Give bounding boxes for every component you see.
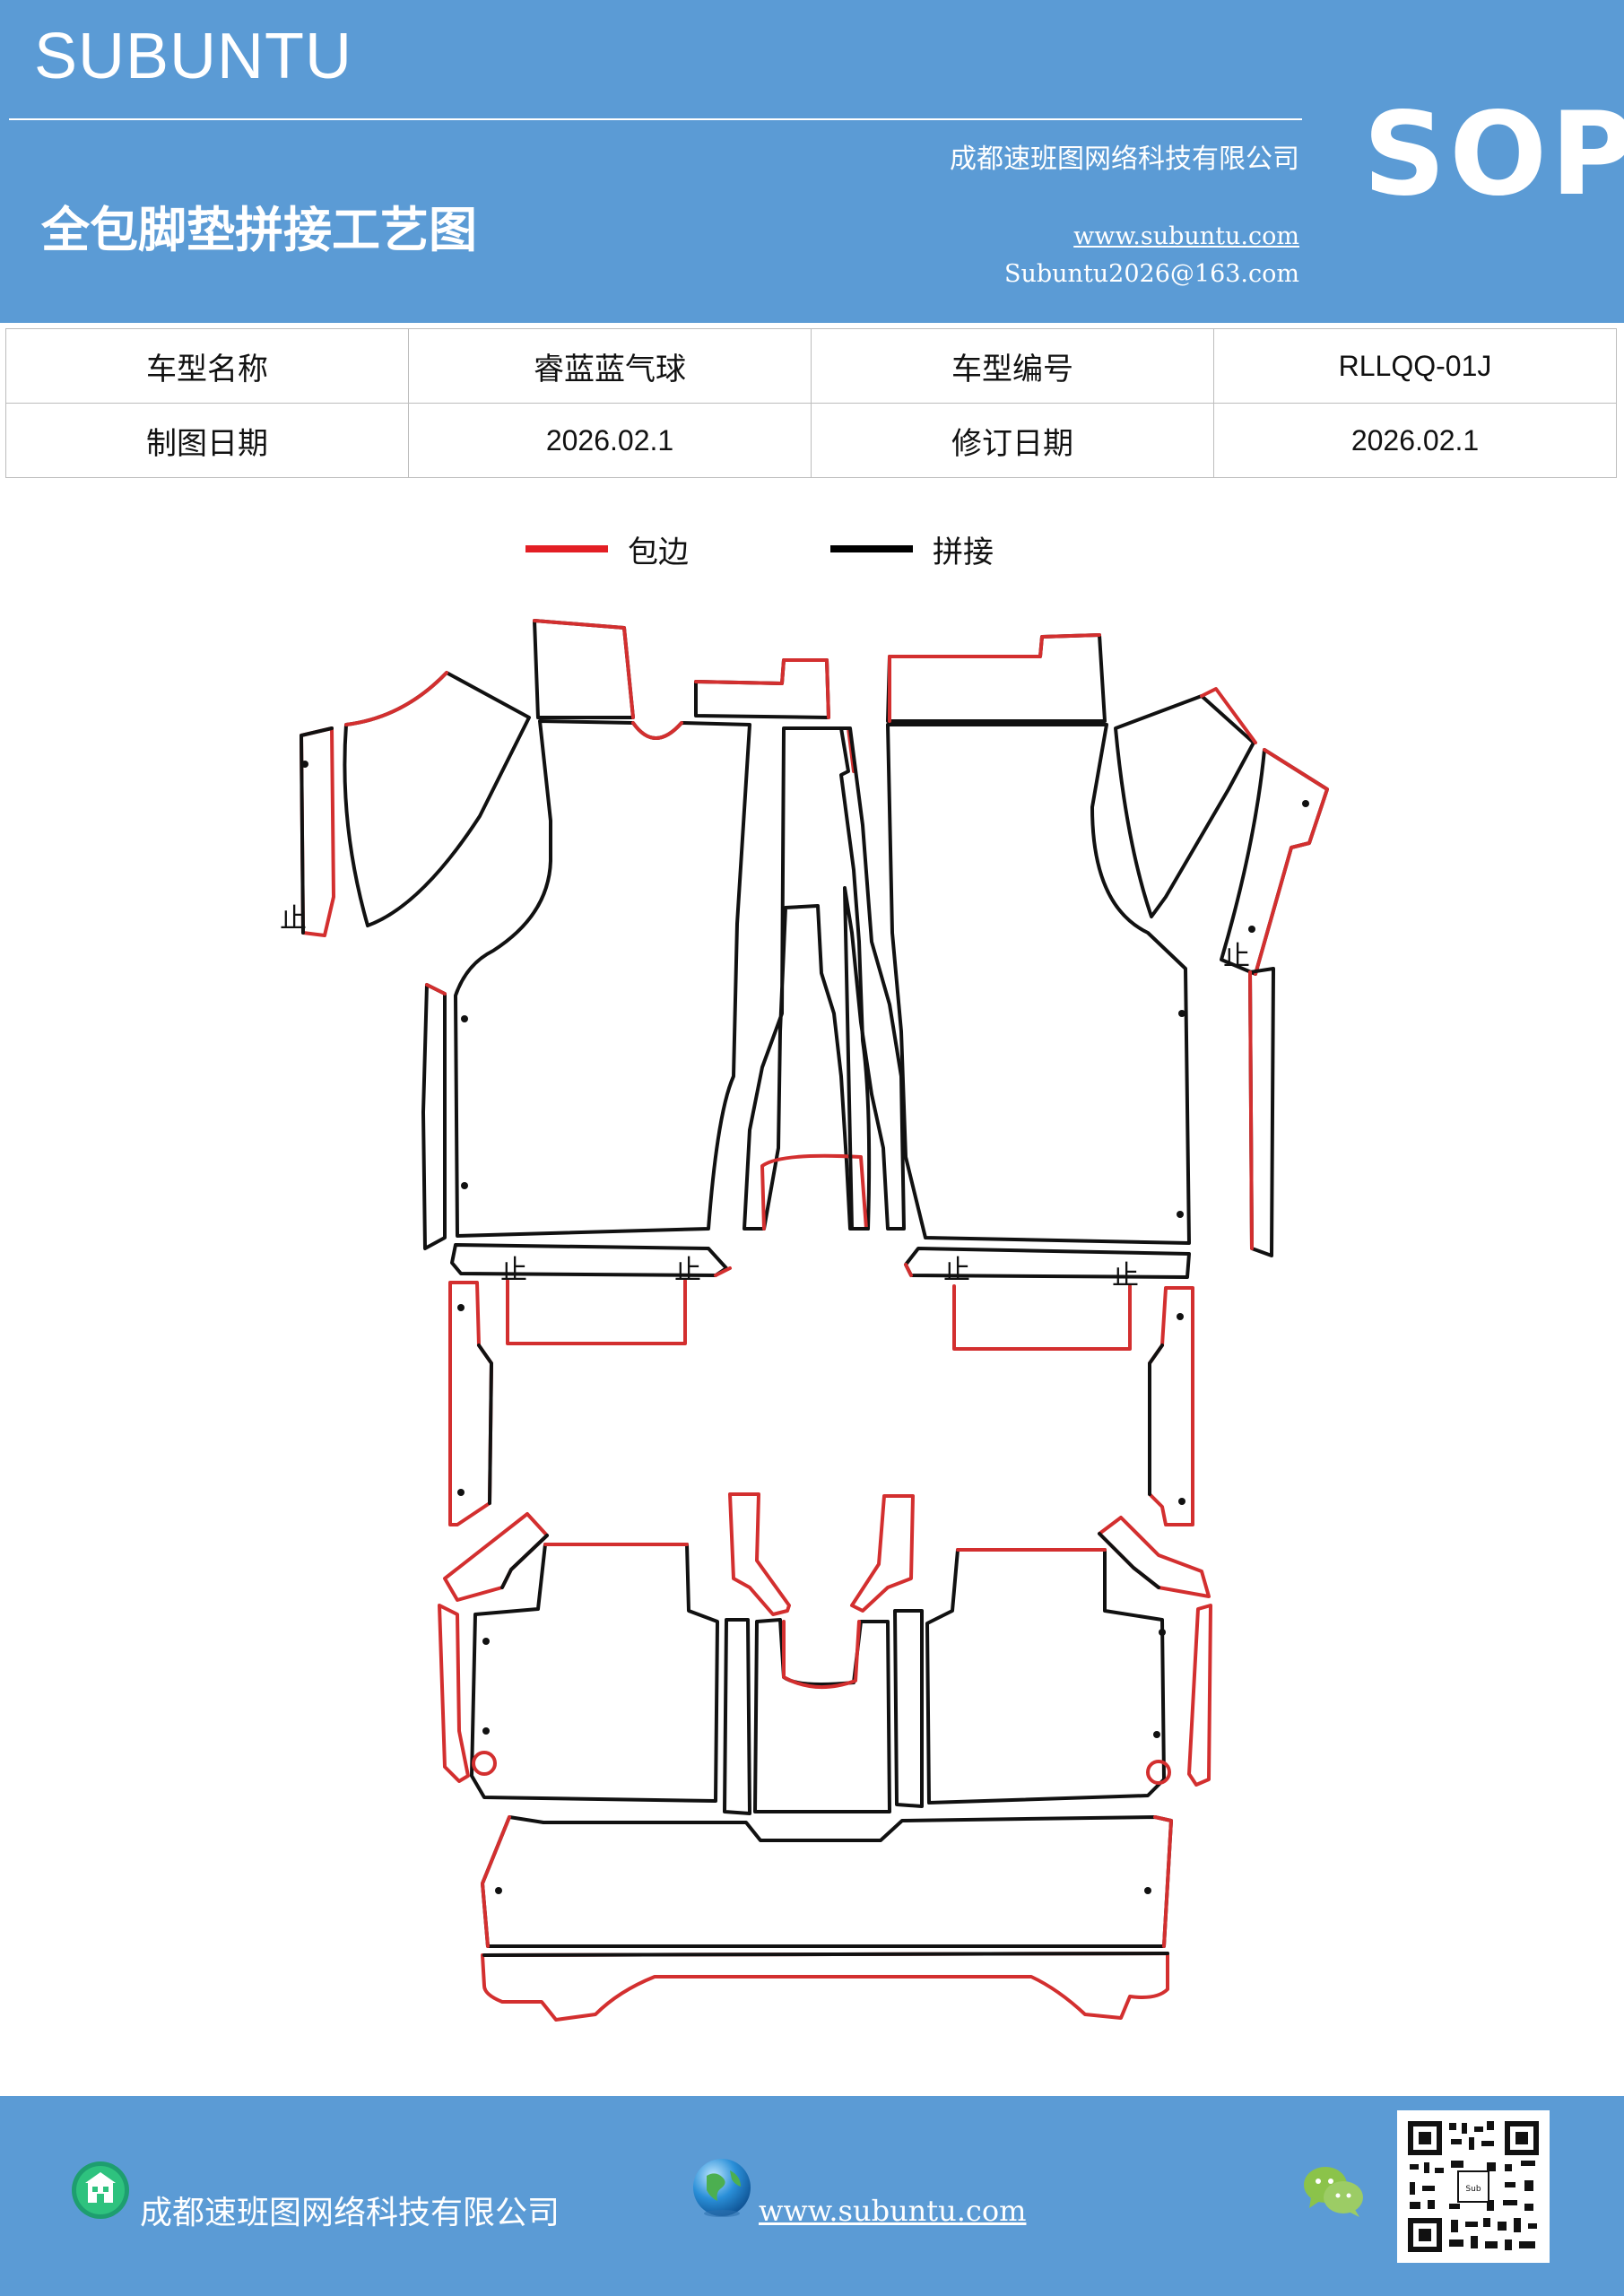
legend-label: 拼接: [933, 534, 994, 570]
mat-piece-right-heel-pad: [952, 1284, 1132, 1351]
mat-piece-left-top-tab: [533, 619, 635, 719]
value-model-name: 睿蓝蓝气球: [408, 328, 812, 404]
label-model-name: 车型名称: [5, 328, 409, 404]
mat-piece-left-heel-pad: [506, 1279, 687, 1345]
stop-mark: 止: [1112, 1260, 1139, 1292]
mat-piece-tunnel-bump: [760, 1153, 868, 1231]
mat-piece-left-rear-main: [470, 1543, 719, 1803]
mat-piece-left-rear-side-strip: [448, 1281, 493, 1526]
vehicle-info-table: 车型名称 睿蓝蓝气球 车型编号 RLLQQ-01J 制图日期 2026.02.1…: [5, 328, 1617, 478]
footer-company: 成都速班图网络科技有限公司: [140, 2195, 560, 2231]
mat-piece-trunk-bottom: [481, 1952, 1169, 2022]
legend-label: 包边: [628, 534, 689, 570]
mat-piece-rear-right-tunnel-strip: [893, 1609, 924, 1808]
label-model-code: 车型编号: [811, 328, 1214, 404]
table-row: 车型名称 睿蓝蓝气球 车型编号 RLLQQ-01J: [5, 328, 1617, 404]
legend-red-swatch: [525, 545, 608, 552]
mat-piece-rear-left-tunnel-strip: [723, 1618, 751, 1815]
legend-seam: 拼接: [830, 522, 994, 576]
mat-piece-rear-center-tunnel: [753, 1618, 891, 1813]
legend-edge-binding: 包边: [525, 522, 689, 576]
table-row: 制图日期 2026.02.1 修订日期 2026.02.1: [5, 403, 1617, 478]
mat-piece-left-sill-strip: [421, 983, 447, 1250]
mat-piece-left-front-main: [454, 719, 751, 1238]
stop-mark: 止: [500, 1255, 527, 1286]
header-banner: [0, 0, 1624, 323]
value-model-code: RLLQQ-01J: [1213, 328, 1617, 404]
brand-name: SUBUNTU: [34, 21, 353, 92]
mat-piece-right-rear-main: [925, 1548, 1166, 1805]
mat-piece-rear-right-tunnel-tab: [850, 1494, 915, 1613]
legend-black-swatch: [830, 545, 913, 552]
stop-mark: 止: [280, 903, 307, 935]
mat-piece-right-sill-strip: [1248, 967, 1275, 1257]
mat-piece-right-top-tab: [886, 633, 1107, 723]
stop-marks: 止 止 止 止 止 止: [280, 903, 1250, 1292]
value-draw-date: 2026.02.1: [408, 403, 812, 478]
mat-piece-trunk-main: [481, 1815, 1173, 1948]
mat-piece-left-rear-arm: [443, 1512, 549, 1602]
label-draw-date: 制图日期: [5, 403, 409, 478]
mat-piece-left-rear-outer-strip: [438, 1604, 470, 1783]
mat-piece-left-front-tab: [694, 658, 830, 719]
header-divider: [9, 118, 1302, 120]
mat-piece-left-wedge: [343, 671, 531, 927]
document-title: 全包脚垫拼接工艺图: [41, 202, 477, 258]
svg-text:Sub: Sub: [1465, 2185, 1481, 2194]
header-website-link[interactable]: www.subuntu.com: [1073, 222, 1299, 250]
qr-code-icon[interactable]: Sub: [1397, 2110, 1550, 2263]
stop-mark: 止: [674, 1255, 701, 1286]
sop-badge: SOP: [1363, 88, 1624, 222]
mat-piece-right-front-bottom: [904, 1247, 1191, 1279]
globe-icon: [693, 2159, 751, 2217]
mat-piece-right-wedge: [1114, 694, 1255, 918]
label-revise-date: 修订日期: [811, 403, 1214, 478]
mat-piece-rear-left-tunnel-tab: [728, 1492, 791, 1616]
wechat-icon[interactable]: [1302, 2163, 1365, 2219]
header-company: 成都速班图网络科技有限公司: [950, 144, 1299, 175]
mat-piece-right-rear-outer-strip: [1187, 1604, 1212, 1787]
floor-mat-diagram: 止 止 止 止 止 止: [280, 619, 1329, 2022]
stop-mark: 止: [1223, 941, 1250, 972]
mat-piece-right-front-main: [886, 723, 1191, 1245]
value-revise-date: 2026.02.1: [1213, 403, 1617, 478]
footer-website-link[interactable]: www.subuntu.com: [759, 2194, 1027, 2228]
building-icon: [72, 2161, 129, 2219]
mat-piece-right-tunnel-strip: [839, 726, 906, 1231]
mat-piece-right-rear-side-strip: [1148, 1286, 1194, 1526]
header-email[interactable]: Subuntu2026@163.com: [1004, 260, 1299, 288]
fastener-dots: [301, 761, 1309, 1894]
stop-mark: 止: [943, 1255, 970, 1286]
